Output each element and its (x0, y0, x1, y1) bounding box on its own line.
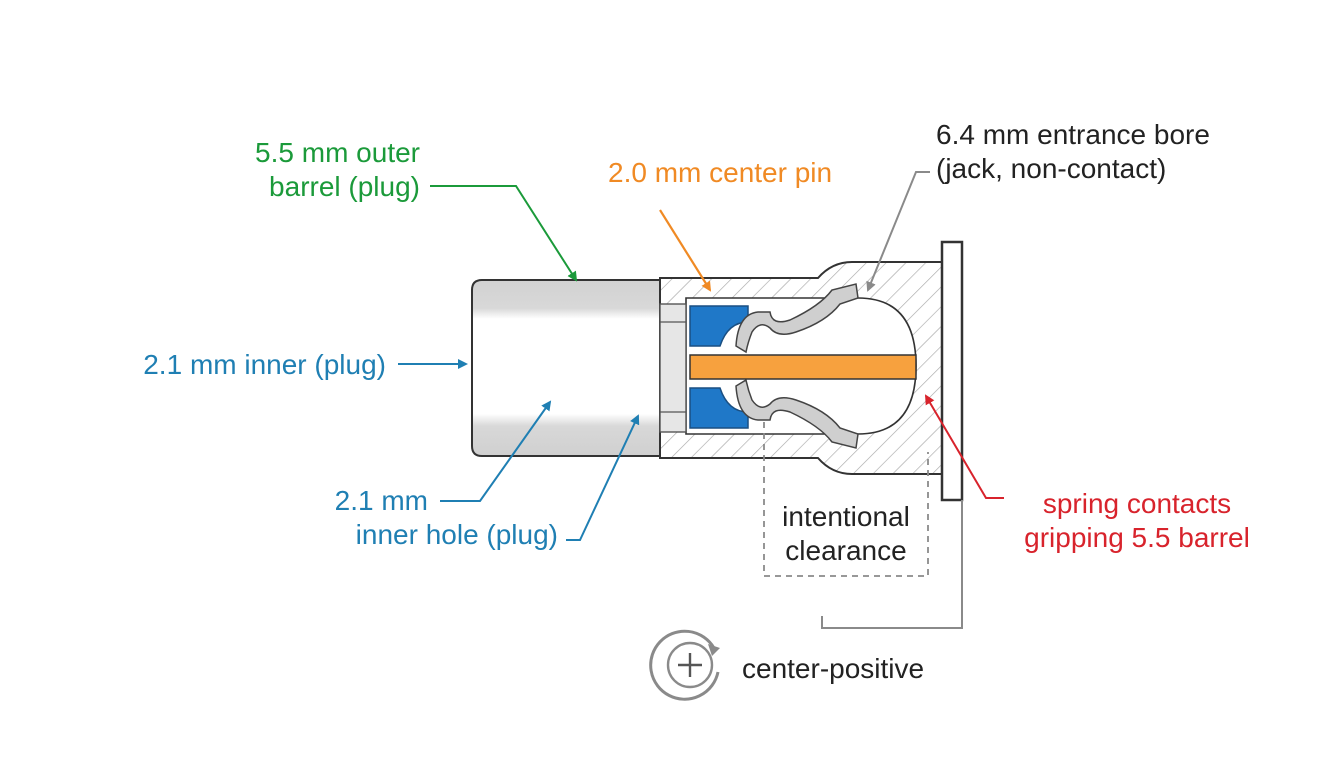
leader-center-pin (659, 209, 712, 292)
label-entrance-bore-line2: (jack, non-contact) (936, 153, 1167, 184)
polarity-bracket (821, 500, 963, 629)
label-outer-barrel: 5.5 mm outer barrel (plug) (255, 136, 420, 204)
label-clearance-line1: intentional (782, 501, 910, 532)
center-positive-plus-icon (649, 629, 720, 701)
clearance-callout (763, 422, 929, 577)
spring-contact-bottom (735, 378, 859, 449)
leader-spring-contacts (924, 394, 1004, 499)
label-outer-barrel-line1: 5.5 mm outer (255, 137, 420, 168)
leader-inner-hole-a (440, 400, 552, 502)
plug-barrel-end (659, 303, 687, 433)
leader-entrance-bore (866, 171, 930, 292)
leader-outer-barrel (430, 185, 578, 282)
label-inner-plug: 2.1 mm inner (plug) (143, 349, 386, 380)
label-inner-hole-line2: inner hole (plug) (355, 519, 558, 550)
label-inner-hole-line1: 2.1 mm (334, 485, 428, 516)
label-outer-barrel-line2: barrel (plug) (269, 171, 420, 202)
insulator-bottom (689, 387, 749, 429)
label-polarity: center-positive (742, 653, 925, 684)
label-clearance-line2: clearance (785, 535, 907, 566)
panel-flange (940, 240, 964, 502)
leader-inner-hole-b (566, 414, 640, 541)
label-spring-contacts-line2: gripping 5.5 barrel (1024, 522, 1250, 553)
plug-barrel (471, 279, 661, 457)
label-entrance-bore: 6.4 mm entrance bore (jack, non-contact) (936, 118, 1210, 186)
label-clearance: intentional clearance (764, 500, 928, 568)
label-entrance-bore-line1: 6.4 mm entrance bore (936, 119, 1210, 150)
label-spring-contacts-line1: spring contacts (1042, 488, 1232, 519)
label-spring-contacts: spring contacts gripping 5.5 barrel (1002, 487, 1272, 555)
spring-contact-top (735, 283, 859, 354)
label-inner-hole: 2.1 mm inner hole (plug) (335, 484, 558, 552)
label-center-pin: 2.0 mm center pin (608, 157, 833, 188)
center-pin (689, 354, 917, 380)
